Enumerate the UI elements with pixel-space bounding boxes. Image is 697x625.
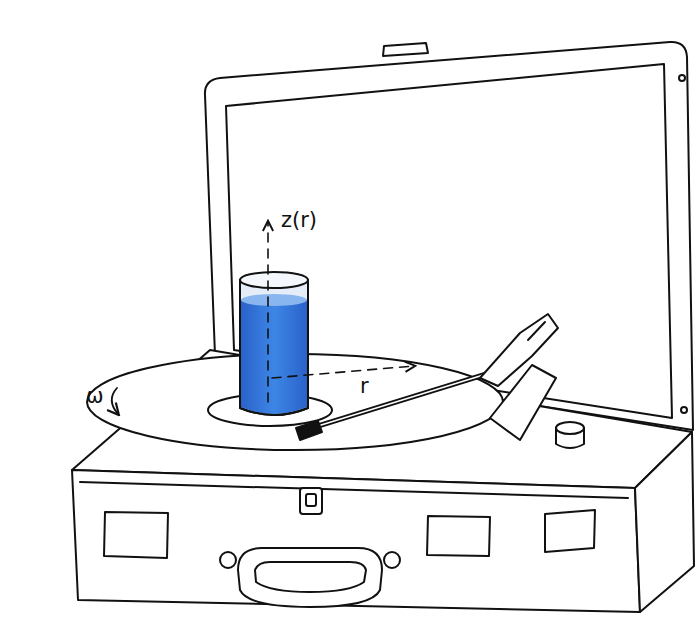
handle-grip [255,562,366,592]
lid-latch [383,43,428,56]
arm-pivot-head [480,314,558,386]
handle-mount [384,552,400,568]
speaker-grille [104,512,168,558]
glass-cylinder [240,280,308,415]
lid-inner [226,64,672,418]
cartridge [296,421,322,440]
tone-arm-inner [305,372,493,430]
knob-top [556,422,584,434]
base-side [635,432,694,612]
front-latch [300,488,322,514]
water-surface [241,294,307,306]
water [241,300,307,414]
handle-mount [220,552,236,568]
tone-arm [305,372,493,430]
radius-line [272,366,414,378]
glass-outline [240,280,308,415]
angular-velocity-label: ω [86,386,104,407]
base-front [72,470,640,612]
front-latch-inner [306,494,316,506]
lid-hinge [681,407,687,413]
carry-handle [238,548,382,607]
height-label: z(r) [281,210,317,231]
base-seam [80,482,628,498]
speaker-grille [545,510,595,552]
z-axis [267,222,269,402]
lid-hinge [679,75,685,81]
glass-rim [240,272,308,288]
base-top [72,350,692,488]
speaker-grille [427,516,490,556]
radius-label: r [360,376,369,397]
rotation-arrow [112,388,118,414]
head-detail [528,322,545,340]
